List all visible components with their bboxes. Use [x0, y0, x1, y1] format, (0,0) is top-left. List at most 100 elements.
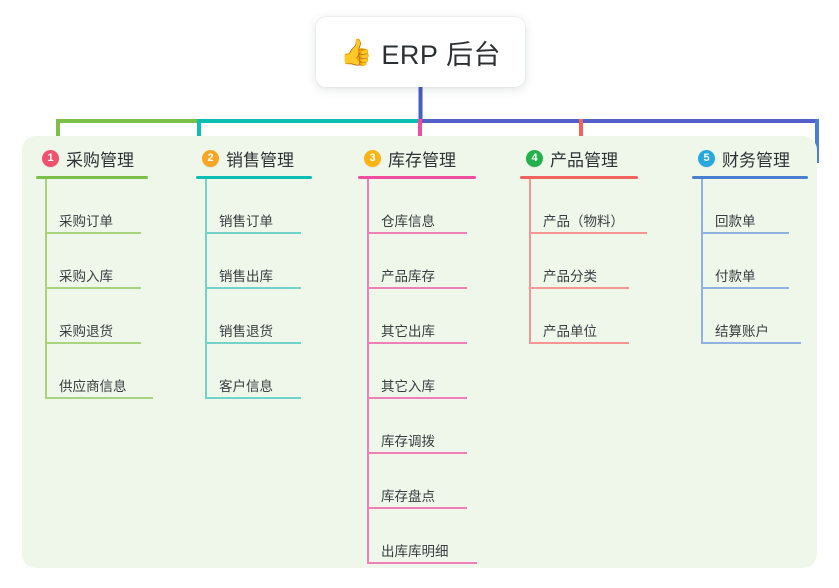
list-item[interactable]: 产品（物料） — [529, 179, 700, 234]
column-badge-2: 2 — [202, 149, 219, 167]
item-rule — [701, 342, 801, 344]
list-item[interactable]: 产品分类 — [529, 234, 700, 289]
item-rule — [45, 232, 141, 234]
item-rule — [529, 232, 647, 234]
list-item[interactable]: 其它出库 — [367, 289, 528, 344]
root-node-content: 👍 ERP 后台 — [340, 33, 501, 72]
item-rule — [367, 452, 467, 454]
column-sales: 2 销售管理 销售订单 销售出库 销售退货 客户信息 — [196, 146, 356, 399]
list-item[interactable]: 采购入库 — [45, 234, 196, 289]
item-rule — [45, 397, 153, 399]
column-header-finance[interactable]: 5 财务管理 — [692, 146, 839, 170]
column-spine-3 — [367, 179, 369, 564]
column-finance: 5 财务管理 回款单 付款单 结算账户 — [692, 146, 839, 344]
item-label: 供应商信息 — [59, 379, 127, 395]
item-rule — [701, 287, 789, 289]
list-item[interactable]: 销售退货 — [205, 289, 356, 344]
item-label: 客户信息 — [219, 379, 273, 395]
column-badge-3: 3 — [364, 149, 381, 167]
item-rule — [367, 342, 467, 344]
item-label: 采购入库 — [59, 269, 113, 285]
column-items-1: 采购订单 采购入库 采购退货 供应商信息 — [36, 179, 196, 399]
item-rule — [205, 287, 301, 289]
column-spine-4 — [529, 179, 531, 344]
item-label: 其它入库 — [381, 379, 435, 395]
list-item[interactable]: 采购订单 — [45, 179, 196, 234]
column-title-1: 采购管理 — [66, 150, 134, 170]
item-label: 销售退货 — [219, 324, 273, 340]
item-label: 产品单位 — [543, 324, 597, 340]
list-item[interactable]: 销售订单 — [205, 179, 356, 234]
list-item[interactable]: 结算账户 — [701, 289, 839, 344]
column-spine-2 — [205, 179, 207, 399]
list-item[interactable]: 销售出库 — [205, 234, 356, 289]
column-rule-2 — [196, 176, 312, 179]
column-items-2: 销售订单 销售出库 销售退货 客户信息 — [196, 179, 356, 399]
modules-panel — [22, 136, 817, 568]
column-title-2: 销售管理 — [226, 150, 294, 170]
item-label: 回款单 — [715, 214, 756, 230]
list-item[interactable]: 产品单位 — [529, 289, 700, 344]
column-purchase: 1 采购管理 采购订单 采购入库 采购退货 供应商信息 — [36, 146, 196, 399]
item-label: 产品库存 — [381, 269, 435, 285]
column-spine-5 — [701, 179, 703, 344]
column-rule-1 — [36, 176, 148, 179]
item-rule — [205, 397, 301, 399]
item-rule — [367, 232, 467, 234]
list-item[interactable]: 库存调拨 — [367, 399, 528, 454]
column-header-product[interactable]: 4 产品管理 — [520, 146, 700, 170]
item-label: 其它出库 — [381, 324, 435, 340]
list-item[interactable]: 付款单 — [701, 234, 839, 289]
item-rule — [529, 287, 629, 289]
item-rule — [367, 562, 477, 564]
item-label: 出库库明细 — [381, 544, 449, 560]
column-product: 4 产品管理 产品（物料） 产品分类 产品单位 — [520, 146, 700, 344]
item-rule — [205, 232, 301, 234]
column-rule-5 — [692, 176, 808, 179]
item-label: 采购订单 — [59, 214, 113, 230]
list-item[interactable]: 其它入库 — [367, 344, 528, 399]
root-node-card[interactable]: 👍 ERP 后台 — [316, 17, 525, 87]
column-header-inventory[interactable]: 3 库存管理 — [358, 146, 528, 170]
column-badge-1: 1 — [42, 149, 59, 167]
column-spine-1 — [45, 179, 47, 399]
item-rule — [205, 342, 301, 344]
column-inventory: 3 库存管理 仓库信息 产品库存 其它出库 其它入库 库存调拨 — [358, 146, 528, 564]
column-title-4: 产品管理 — [550, 150, 618, 170]
item-rule — [701, 232, 789, 234]
item-rule — [45, 342, 141, 344]
column-badge-4: 4 — [526, 149, 543, 167]
item-label: 付款单 — [715, 269, 756, 285]
item-label: 采购退货 — [59, 324, 113, 340]
column-rule-4 — [520, 176, 638, 179]
column-badge-5: 5 — [698, 149, 715, 167]
list-item[interactable]: 出库库明细 — [367, 509, 528, 564]
list-item[interactable]: 回款单 — [701, 179, 839, 234]
column-items-3: 仓库信息 产品库存 其它出库 其它入库 库存调拨 库存盘点 — [358, 179, 528, 564]
item-rule — [367, 397, 467, 399]
item-label: 产品分类 — [543, 269, 597, 285]
list-item[interactable]: 供应商信息 — [45, 344, 196, 399]
item-rule — [529, 342, 629, 344]
item-label: 产品（物料） — [543, 214, 624, 230]
list-item[interactable]: 客户信息 — [205, 344, 356, 399]
item-label: 销售出库 — [219, 269, 273, 285]
item-label: 库存调拨 — [381, 434, 435, 450]
item-rule — [367, 287, 467, 289]
column-title-5: 财务管理 — [722, 150, 790, 170]
item-label: 仓库信息 — [381, 214, 435, 230]
item-label: 销售订单 — [219, 214, 273, 230]
item-label: 结算账户 — [715, 324, 769, 340]
list-item[interactable]: 库存盘点 — [367, 454, 528, 509]
column-header-sales[interactable]: 2 销售管理 — [196, 146, 356, 170]
list-item[interactable]: 采购退货 — [45, 289, 196, 344]
column-header-purchase[interactable]: 1 采购管理 — [36, 146, 196, 170]
thumbs-up-icon: 👍 — [340, 37, 373, 67]
list-item[interactable]: 仓库信息 — [367, 179, 528, 234]
column-rule-3 — [358, 176, 476, 179]
column-items-4: 产品（物料） 产品分类 产品单位 — [520, 179, 700, 344]
item-rule — [367, 507, 467, 509]
item-label: 库存盘点 — [381, 489, 435, 505]
list-item[interactable]: 产品库存 — [367, 234, 528, 289]
